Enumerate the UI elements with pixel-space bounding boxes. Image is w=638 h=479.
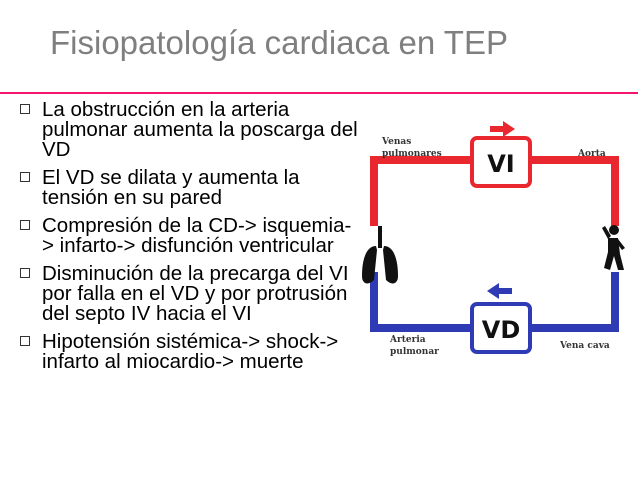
vd-box	[470, 302, 532, 354]
bullet-square-icon	[20, 220, 30, 230]
blue-path-left	[370, 272, 472, 332]
bullet-item: La obstrucción en la arteria pulmonar au…	[18, 98, 363, 161]
bullet-square-icon	[20, 268, 30, 278]
person-icon	[602, 225, 625, 270]
slide-title: Fisiopatología cardiaca en TEP	[50, 24, 508, 61]
bullet-square-icon	[20, 104, 30, 114]
title-underline	[0, 92, 638, 94]
venas-label-1: Venas	[381, 137, 411, 147]
vd-label: VD	[482, 316, 521, 344]
bullet-text: La obstrucción en la arteria pulmonar au…	[42, 98, 358, 161]
bullet-text: Disminución de la precarga del VI por fa…	[42, 262, 349, 325]
lungs-icon	[362, 226, 398, 284]
vi-box	[470, 136, 532, 188]
aorta-label: Aorta	[577, 149, 606, 159]
red-path-left	[370, 156, 472, 226]
venas-label-2: pulmonares	[382, 149, 442, 159]
vi-label: VI	[487, 150, 515, 178]
bullet-item: Hipotensión sistémica-> shock-> infarto …	[18, 330, 363, 373]
bullet-text: Hipotensión sistémica-> shock-> infarto …	[42, 330, 339, 373]
arteria-label-1: Arteria	[389, 335, 426, 345]
vena-cava-label: Vena cava	[559, 341, 610, 351]
bullet-item: El VD se dilata y aumenta la tensión en …	[18, 166, 363, 209]
circulation-diagram: VI VD Venas pulmonares Aorta Arteria pul…	[362, 121, 625, 357]
bullet-list: La obstrucción en la arteria pulmonar au…	[18, 98, 363, 380]
red-path-right	[530, 156, 619, 226]
blue-path-right	[530, 272, 619, 332]
bullet-square-icon	[20, 336, 30, 346]
bullet-text: Compresión de la CD-> isquemia-> infarto…	[42, 214, 352, 257]
bullet-square-icon	[20, 172, 30, 182]
bullet-item: Disminución de la precarga del VI por fa…	[18, 262, 363, 325]
bullet-item: Compresión de la CD-> isquemia-> infarto…	[18, 214, 363, 257]
arteria-label-2: pulmonar	[390, 347, 439, 357]
arrow-right-icon	[490, 121, 515, 137]
bullet-text: El VD se dilata y aumenta la tensión en …	[42, 166, 300, 209]
arrow-left-icon	[487, 283, 512, 299]
left-accent	[0, 0, 30, 98]
